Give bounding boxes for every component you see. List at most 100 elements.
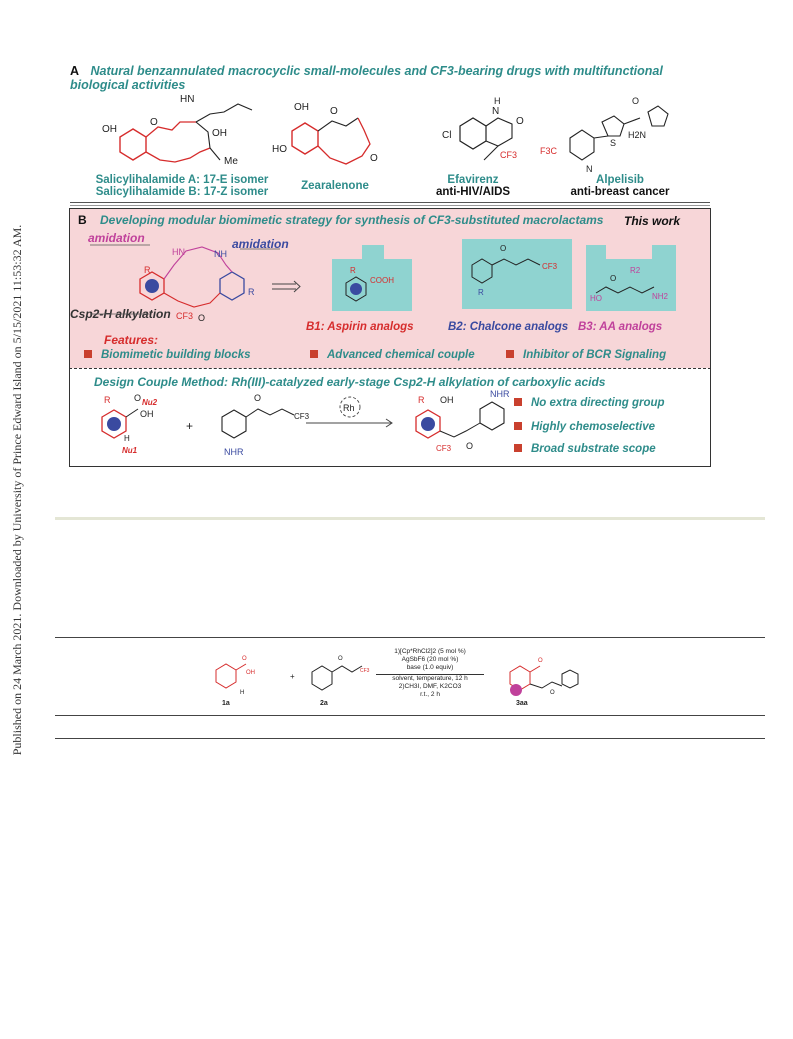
reaction-conditions: 1)[Cp*RhCl2]2 (5 mol %) AgSbF6 (20 mol %… (370, 648, 490, 699)
compound-caption-efavirenz: Efavirenz anti-HIV/AIDS (418, 174, 528, 198)
svg-text:COOH: COOH (370, 276, 394, 285)
zearalenone-label: Zearalenone (301, 180, 369, 192)
svg-text:Nu1: Nu1 (122, 446, 138, 455)
bullet-square-icon (514, 444, 522, 452)
svg-text:CF3: CF3 (294, 412, 310, 421)
publication-sidebar: Published on 24 March 2021. Downloaded b… (10, 224, 24, 756)
svg-text:Cl: Cl (442, 130, 451, 141)
method-point-3: Broad substrate scope (514, 443, 656, 455)
panel-b-title: B Developing modular biomimetic strategy… (78, 213, 603, 227)
b2-chalcone-analogs: B2: Chalcone analogs (448, 321, 569, 333)
svg-text:HN: HN (180, 94, 194, 105)
amidation-label-1: amidation (88, 231, 145, 245)
condition-line-6: r.t., 2 h (420, 691, 440, 699)
amidation-label-2: amidation (232, 237, 289, 251)
panel-b-title-text: Developing modular biomimetic strategy f… (100, 213, 604, 227)
efavirenz-activity: anti-HIV/AIDS (435, 186, 511, 198)
svg-text:CF3: CF3 (176, 311, 193, 321)
svg-text:S: S (610, 138, 616, 148)
conditions-arrow (376, 673, 484, 675)
section-separator (55, 517, 765, 520)
panel-divider-secondary (70, 205, 710, 206)
svg-text:F3C: F3C (540, 146, 558, 156)
svg-text:NH: NH (214, 249, 227, 259)
efavirenz-label: Efavirenz (447, 174, 499, 186)
svg-text:CF3: CF3 (436, 444, 452, 453)
bullet-square-icon (84, 350, 92, 358)
svg-text:R: R (104, 395, 111, 405)
panel-c: Design Couple Method: Rh(III)-catalyzed … (69, 368, 711, 467)
substrate-2a-structure: O CF3 (311, 656, 370, 691)
plus-sign: + (186, 419, 194, 433)
svg-text:O: O (466, 441, 473, 451)
panel-a-title-text: Natural benzannulated macrocyclic small-… (70, 64, 663, 92)
chalcone-analog-block: O CF3 R (462, 239, 572, 309)
svg-text:H: H (494, 96, 501, 106)
salicylihalamide-structure: OH O OH Me HN (102, 94, 253, 167)
panel-c-title: Design Couple Method: Rh(III)-catalyzed … (94, 375, 606, 389)
svg-text:OH: OH (294, 102, 309, 113)
reaction-arrow: Rh (306, 396, 393, 428)
svg-text:HO: HO (272, 144, 287, 155)
benzoic-acid-reactant: R O OH Nu2 H Nu1 (101, 393, 158, 455)
svg-text:R: R (350, 266, 356, 275)
features-label: Features: (104, 333, 159, 347)
feature-item-1: Biomimetic building blocks (84, 349, 251, 361)
product-3aa-structure: O O (509, 658, 579, 696)
svg-text:CF3: CF3 (500, 150, 517, 160)
substrate-1a-structure: OH O H (215, 656, 255, 696)
transform-arrow (272, 280, 301, 293)
svg-text:OH: OH (440, 395, 454, 405)
svg-text:O: O (500, 244, 506, 253)
panel-b-letter: B (78, 213, 87, 227)
condition-line-1: 1)[Cp*RhCl2]2 (5 mol %) (394, 648, 466, 655)
condition-line-2: AgSbF6 (20 mol %) (401, 656, 459, 664)
svg-text:H2N: H2N (628, 130, 646, 140)
bullet-square-icon (514, 422, 522, 430)
condition-line-3: base (1.0 equiv) (406, 664, 454, 672)
plus-sign-scheme: + (290, 672, 295, 681)
svg-text:HN: HN (172, 247, 185, 257)
method-point-1: No extra directing group (514, 397, 665, 409)
svg-text:R: R (418, 395, 425, 405)
svg-text:R2: R2 (630, 266, 641, 275)
svg-text:N: N (586, 164, 593, 174)
svg-text:O: O (516, 116, 524, 127)
svg-text:Nu2: Nu2 (142, 398, 158, 407)
svg-text:R: R (248, 287, 255, 297)
compound-2a-label: 2a (320, 700, 328, 707)
svg-text:O: O (150, 117, 158, 128)
bullet-square-icon (310, 350, 318, 358)
panel-divider (70, 202, 710, 203)
svg-text:OH: OH (102, 124, 117, 135)
svg-text:O: O (632, 96, 639, 106)
compound-caption-alpelisib: Alpelisib anti-breast cancer (555, 174, 685, 198)
svg-text:O: O (134, 393, 141, 403)
svg-text:H: H (124, 434, 130, 443)
zearalenone-structure: OH HO O O (272, 102, 378, 165)
aspirin-analog-block: R COOH (332, 245, 412, 311)
table-mid-rule (55, 715, 765, 716)
alkylated-product: R OH NHR CF3 O (415, 389, 510, 453)
compound-caption-salicylihalamide: Salicylihalamide A: 17-E isomer Salicyli… (82, 174, 282, 198)
svg-text:O: O (610, 274, 616, 283)
alpelisib-label: Alpelisib (596, 174, 644, 186)
svg-text:O: O (254, 393, 261, 403)
panel-a-title: A Natural benzannulated macrocyclic smal… (70, 64, 710, 92)
bullet-square-icon (506, 350, 514, 358)
svg-text:O: O (242, 656, 247, 662)
svg-text:O: O (538, 658, 543, 664)
svg-text:O: O (330, 106, 338, 117)
condition-line-5: 2)CH3I, DMF, K2CO3 (398, 682, 462, 690)
feature-item-3: Inhibitor of BCR Signaling (506, 349, 666, 361)
salicylihalamide-a-label: Salicylihalamide A: 17-E isomer (95, 174, 269, 186)
svg-text:NHR: NHR (224, 447, 244, 457)
efavirenz-structure: Cl H N O CF3 (442, 96, 524, 161)
bullet-square-icon (514, 398, 522, 406)
svg-text:N: N (492, 106, 499, 117)
svg-text:Me: Me (224, 156, 238, 167)
macrolactam-structure: R HN NH R CF3 O (90, 244, 280, 323)
svg-text:O: O (198, 313, 205, 323)
b3-aa-analogs: B3: AA analogs (578, 321, 663, 333)
svg-text:HO: HO (590, 294, 602, 303)
